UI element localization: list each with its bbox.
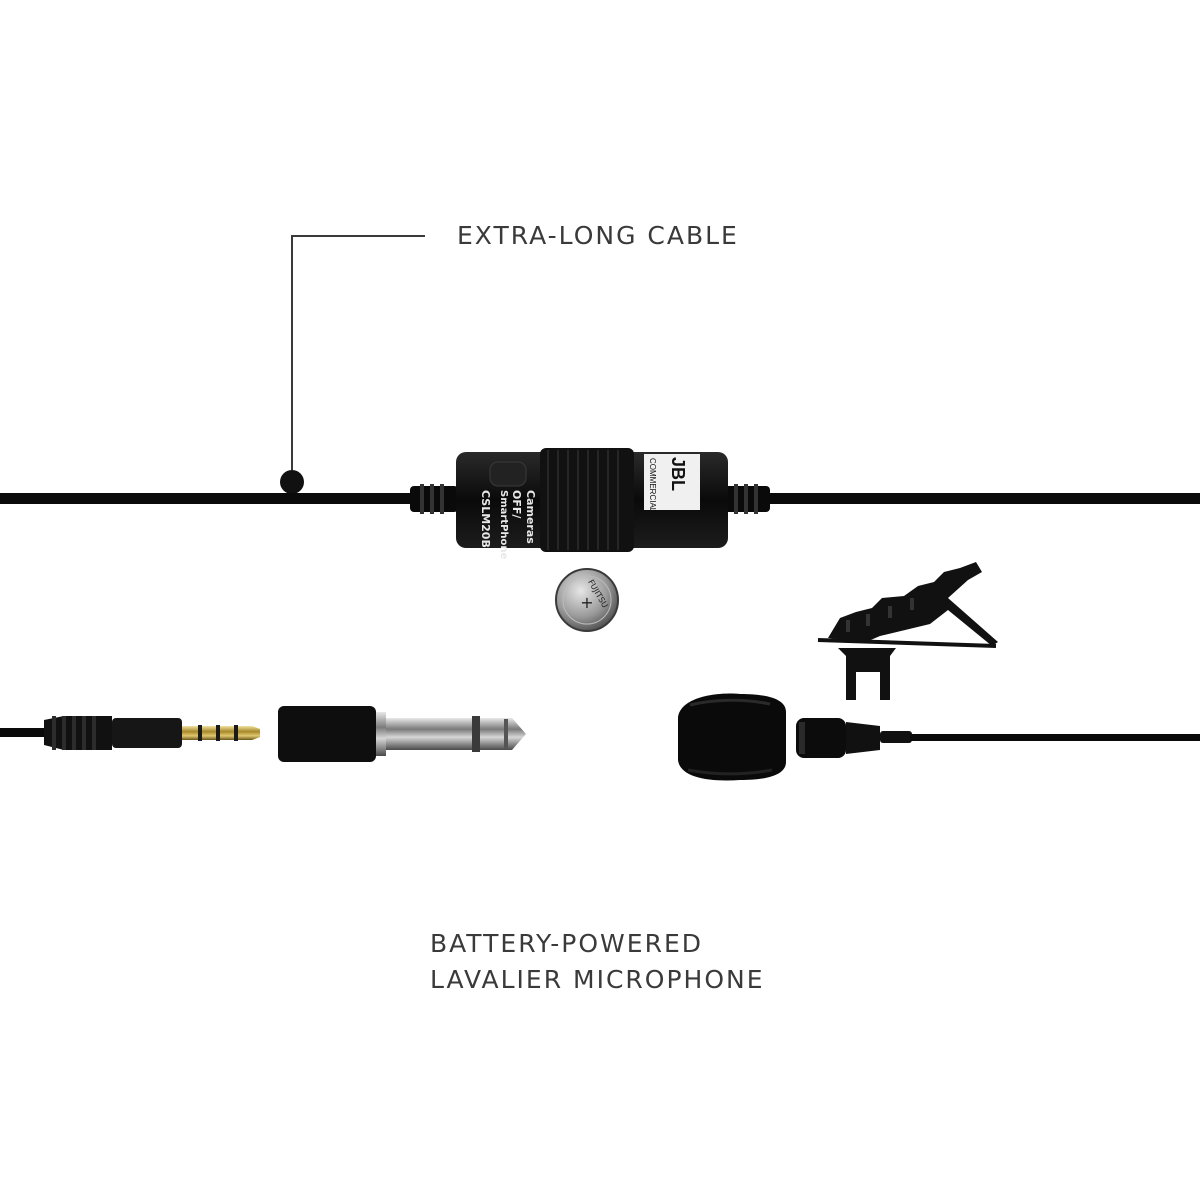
brand-sub-text: COMMERCIAL	[648, 458, 657, 513]
switch-label-cameras: Cameras	[524, 490, 537, 544]
model-number: CSLM20B	[479, 490, 492, 548]
switch-label-off: OFF/	[510, 490, 523, 519]
switch-label-smartphone: SmartPhone	[498, 490, 509, 560]
cable-callout-line	[280, 235, 425, 494]
jbl-logo-badge	[644, 454, 700, 510]
coin-cell-polarity: +	[580, 593, 593, 612]
coin-cell-battery: FUJITSU +	[555, 568, 619, 632]
lavalier-capsule	[796, 718, 1200, 758]
foam-windscreen	[678, 693, 786, 781]
main-cable	[0, 484, 1200, 514]
brand-logo-text: JBL	[668, 457, 688, 491]
microphone-caption-line1: BATTERY-POWERED	[430, 929, 703, 958]
microphone-caption-line2: LAVALIER MICROPHONE	[430, 965, 765, 994]
tie-clip	[817, 562, 998, 700]
mode-switch	[489, 461, 527, 487]
cable-caption: EXTRA-LONG CABLE	[457, 221, 739, 250]
trrs-plug	[0, 716, 260, 750]
microphone-caption: BATTERY-POWERED LAVALIER MICROPHONE	[430, 926, 765, 998]
battery-pack: JBL COMMERCIAL Cameras OFF/ SmartPhone C…	[456, 448, 728, 560]
quarter-inch-adapter	[278, 706, 526, 762]
